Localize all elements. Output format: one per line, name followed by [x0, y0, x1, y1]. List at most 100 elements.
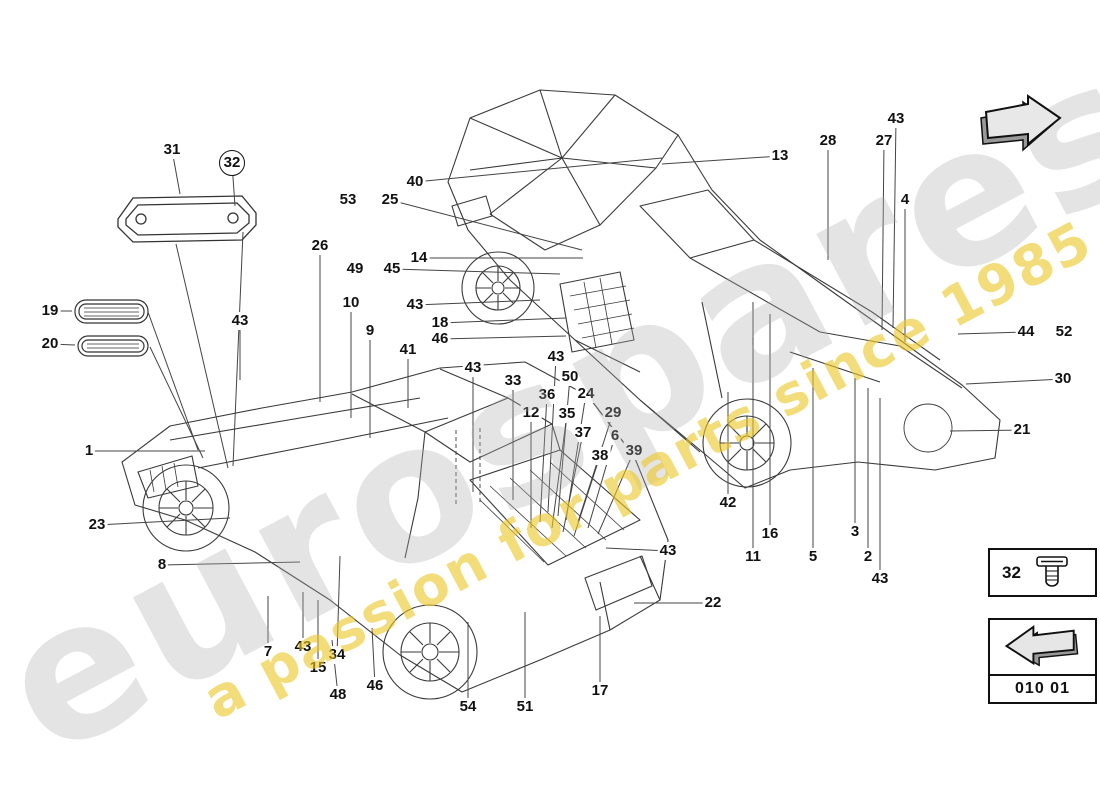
callout-5: 5	[806, 548, 820, 566]
callout-43: 43	[657, 542, 679, 560]
callout-22: 22	[702, 594, 724, 612]
callout-18: 18	[429, 314, 451, 332]
callout-29: 29	[602, 404, 624, 422]
callout-37: 37	[572, 424, 594, 442]
callout-2: 2	[861, 548, 875, 566]
callout-9: 9	[363, 322, 377, 340]
callout-14: 14	[408, 249, 430, 267]
callout-50: 50	[559, 368, 581, 386]
rear-wheel	[382, 604, 478, 700]
leader-line-25	[389, 199, 583, 251]
leader-line-21	[949, 429, 1023, 432]
leader-line-35	[551, 413, 568, 529]
legend-arrow-area	[990, 620, 1095, 676]
callout-53: 53	[337, 191, 359, 209]
callout-40: 40	[404, 173, 426, 191]
callout-46: 46	[364, 677, 386, 695]
callout-16: 16	[759, 525, 781, 543]
callout-30: 30	[1052, 370, 1074, 388]
direction-arrow-icon	[980, 94, 1062, 152]
callout-4: 4	[898, 191, 912, 209]
callout-42: 42	[717, 494, 739, 512]
leader-line-43	[892, 118, 897, 329]
callout-31: 31	[161, 141, 183, 159]
back-arrow-icon	[1004, 624, 1078, 667]
leader-line-45	[391, 268, 561, 275]
leader-line-46	[439, 335, 567, 340]
leader-line-13	[661, 155, 781, 165]
leader-line-23	[96, 517, 231, 526]
callout-51: 51	[514, 698, 536, 716]
leader-line-30	[965, 378, 1064, 385]
part-code: 010 01	[1015, 680, 1070, 697]
callout-21: 21	[1011, 421, 1033, 439]
fastener-legend-box: 32	[988, 548, 1097, 597]
leader-line-43	[414, 299, 541, 306]
callout-20: 20	[39, 335, 61, 353]
callout-33: 33	[502, 372, 524, 390]
callout-24: 24	[575, 385, 597, 403]
callout-45: 45	[381, 260, 403, 278]
leader-line-29	[577, 412, 614, 523]
callout-8: 8	[155, 556, 169, 574]
callout-6: 6	[608, 427, 622, 445]
front-wheel	[142, 464, 230, 552]
leader-line-27	[881, 140, 885, 331]
callout-46: 46	[429, 330, 451, 348]
callout-11: 11	[743, 548, 763, 566]
leader-line-34	[336, 555, 341, 656]
callout-7: 7	[261, 643, 275, 661]
callout-13: 13	[769, 147, 791, 165]
connector-line	[147, 311, 199, 451]
connector-line	[149, 346, 204, 459]
callout-43: 43	[545, 348, 567, 366]
leader-line-50	[557, 376, 571, 517]
callout-35: 35	[556, 405, 578, 423]
leader-line-18	[439, 317, 567, 324]
partcode-legend-box: 010 01	[988, 618, 1097, 704]
leader-line-37	[562, 432, 584, 533]
callout-38: 38	[589, 447, 611, 465]
callout-49: 49	[344, 260, 366, 278]
callout-43: 43	[404, 296, 426, 314]
front-wheel	[702, 398, 792, 488]
leader-line-8	[161, 561, 301, 566]
callout-43: 43	[885, 110, 907, 128]
callout-34: 34	[326, 646, 348, 664]
leader-line-44	[957, 331, 1027, 335]
callout-39: 39	[623, 442, 645, 460]
callout-25: 25	[379, 191, 401, 209]
callout-17: 17	[589, 682, 611, 700]
car-rear-wireframe	[447, 89, 1001, 489]
callout-27: 27	[873, 132, 895, 150]
callout-12: 12	[520, 404, 542, 422]
callout-43: 43	[869, 570, 891, 588]
badge-drawings	[74, 299, 149, 357]
type-plate-drawing	[117, 195, 257, 243]
connector-line	[175, 243, 229, 469]
rear-wheel	[461, 251, 535, 325]
fastener-number: 32	[1002, 562, 1021, 582]
screw-icon	[1036, 555, 1068, 587]
callout-43: 43	[292, 638, 314, 656]
callout-48: 48	[327, 686, 349, 704]
leader-line-6	[587, 435, 616, 529]
callout-52: 52	[1053, 323, 1075, 341]
leader-line-40	[414, 157, 663, 183]
leader-line-43	[547, 356, 557, 513]
leader-line-38	[573, 455, 601, 537]
callout-19: 19	[39, 302, 61, 320]
callout-54: 54	[457, 698, 479, 716]
callout-10: 10	[340, 294, 362, 312]
callout-3: 3	[848, 523, 862, 541]
leader-line-36	[539, 394, 548, 523]
leader-line-46	[371, 627, 376, 687]
callout-15: 15	[307, 659, 329, 677]
callout-43: 43	[462, 359, 484, 377]
callout-44: 44	[1015, 323, 1037, 341]
callout-1: 1	[82, 442, 96, 460]
